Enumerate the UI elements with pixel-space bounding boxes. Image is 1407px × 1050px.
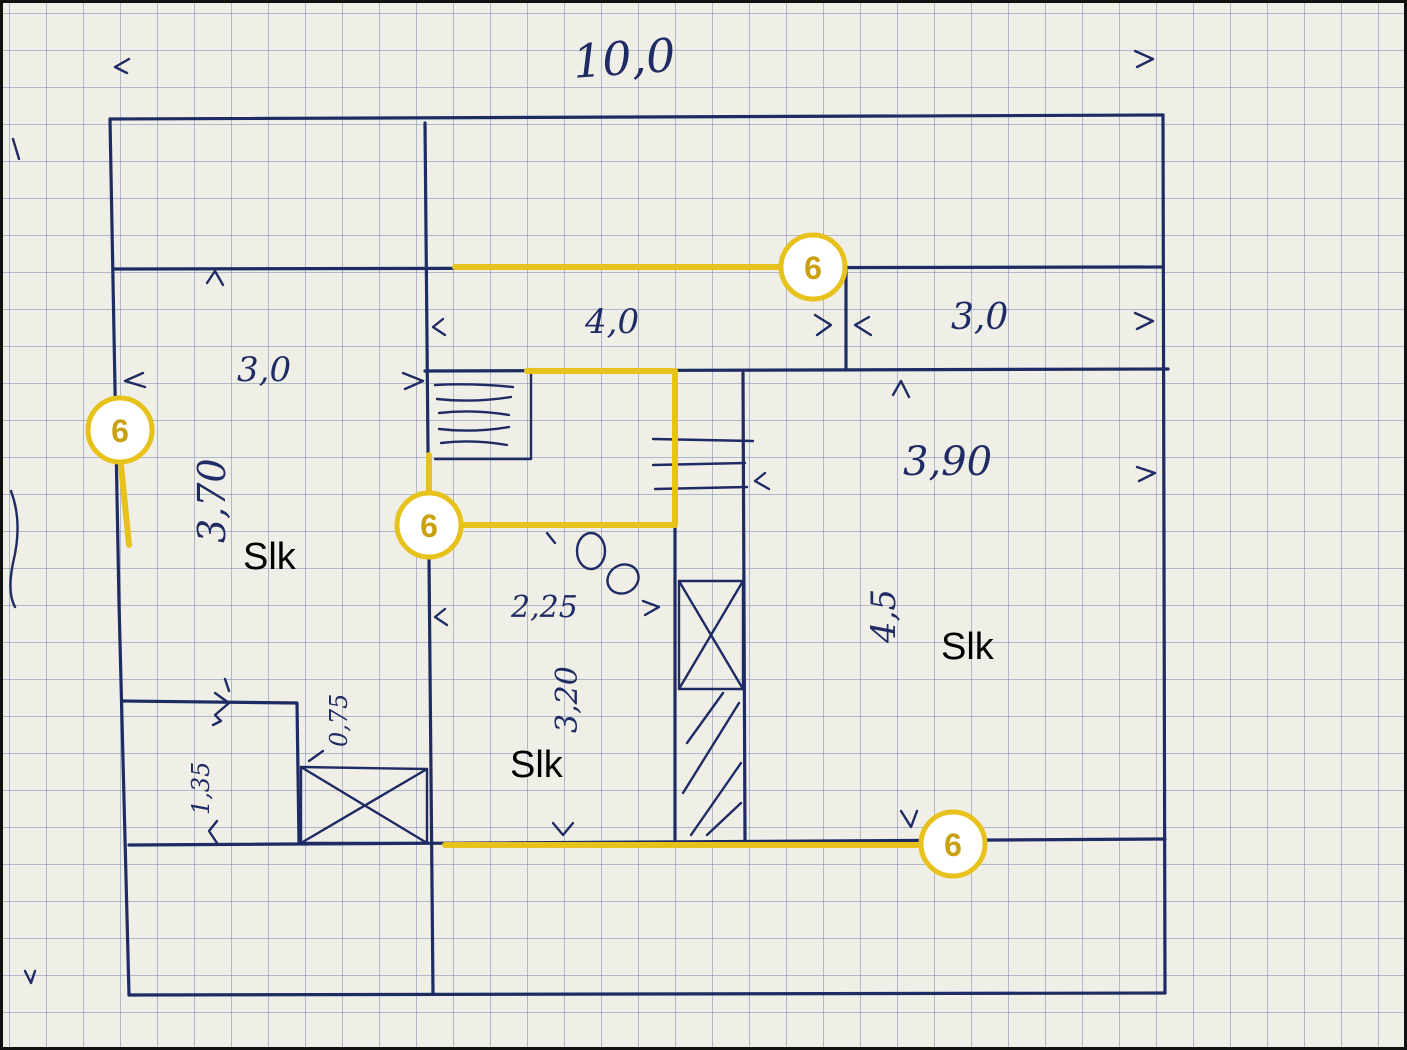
callout-marker-bottom: 6 [918,809,988,879]
dim-center-height: 3,20 [550,666,585,733]
callout-marker-stair: 6 [394,490,464,560]
dim-right-room-height: 4,5 [864,589,904,644]
dim-center-width: 2,25 [510,590,578,625]
room-label-right: Slk [941,626,995,668]
room-label-left: Slk [243,536,297,578]
callout-marker-top: 6 [778,232,848,302]
wall-right [1161,113,1167,995]
dim-top-mid: 4,0 [584,302,639,342]
wall-small-room [121,699,301,845]
room-label-center: Slk [510,744,564,786]
svg-text:6: 6 [944,827,962,863]
dim-total-width: 10,0 [571,28,677,89]
shaft-boxes [299,579,745,845]
dim-small-width: 0,75 [325,694,353,747]
wall-left [108,117,131,997]
stair-hatching [433,383,755,491]
svg-text:6: 6 [111,413,129,449]
callout-lines [118,264,920,848]
dim-left-room-height: 3,70 [190,458,234,543]
svg-text:6: 6 [804,250,822,286]
dimension-labels: 10,0 4,0 3,0 3,0 3,70 3,90 4,5 2,25 3,20… [187,28,1008,815]
dim-right-room-width: 3,90 [903,439,992,485]
callout-line-stair [426,368,678,528]
stray-ink-marks [9,137,640,609]
dim-left-room-width: 3,0 [237,350,291,390]
callout-line-left [118,462,132,548]
svg-text:6: 6 [420,508,438,544]
stair-landing [433,367,533,461]
dim-top-right: 3,0 [951,297,1008,338]
diagonal-hatch [681,691,743,837]
outer-walls [108,113,1167,997]
graph-paper [3,3,1404,1047]
dim-small-height: 1,35 [187,762,215,815]
floor-plan-sketch: 10,0 4,0 3,0 3,0 3,70 3,90 4,5 2,25 3,20… [9,28,1170,997]
wall-bottom [127,991,1167,997]
callout-marker-left: 6 [85,395,155,465]
wall-top [108,113,1165,121]
dimension-arrows [23,49,1157,985]
room-labels: Slk Slk Slk [243,536,995,786]
